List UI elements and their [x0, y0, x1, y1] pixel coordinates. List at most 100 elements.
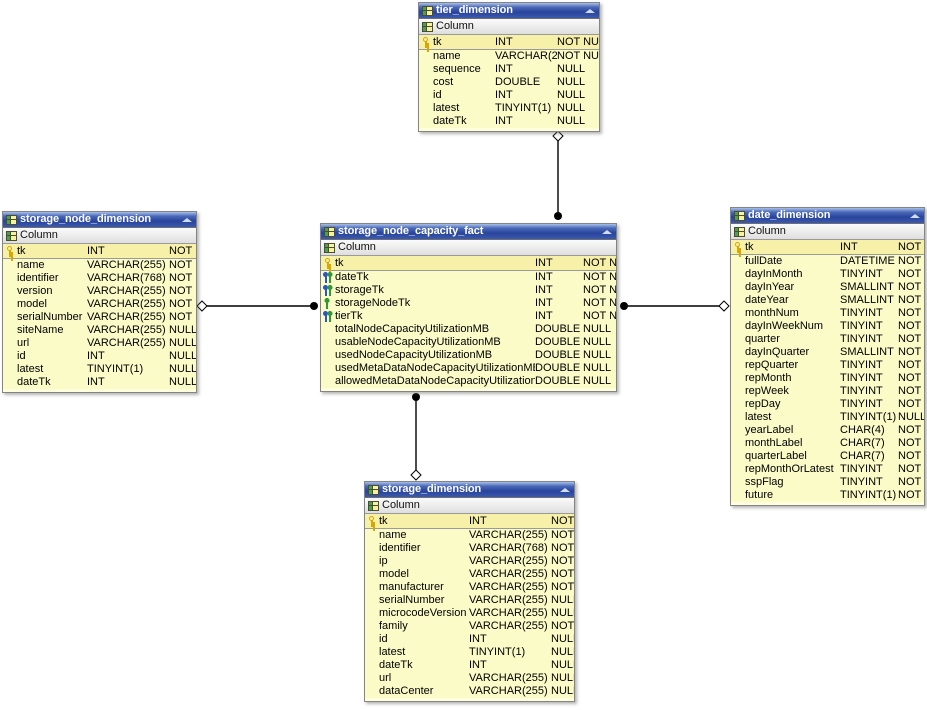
chevron-up-icon[interactable]: [181, 214, 194, 225]
relationship-rel-date-fact[interactable]: [620, 300, 730, 312]
table-titlebar-storage_node_capacity_fact[interactable]: storage_node_capacity_fact: [321, 224, 616, 240]
table-titlebar-tier_dimension[interactable]: tier_dimension: [419, 3, 599, 19]
column-section-header[interactable]: Column: [365, 498, 574, 514]
chevron-up-icon[interactable]: [584, 5, 597, 16]
table-titlebar-date_dimension[interactable]: date_dimension: [731, 208, 924, 224]
column-type: DOUBLE: [535, 375, 581, 387]
column-nullability: NOT NULL: [898, 463, 924, 475]
relationship-rel-storage-fact[interactable]: [410, 393, 422, 481]
column-section-header[interactable]: Column: [731, 224, 924, 240]
chevron-up-icon[interactable]: [909, 210, 922, 221]
column-icon-spacer: [731, 320, 745, 333]
column-name: siteName: [17, 324, 64, 336]
column-section-header[interactable]: Column: [3, 228, 196, 244]
column-type: INT: [495, 89, 513, 101]
column-name: monthNum: [745, 307, 799, 319]
chevron-up-icon[interactable]: [559, 484, 572, 495]
column-section-header[interactable]: Column: [419, 19, 599, 35]
column-name: model: [379, 568, 409, 580]
column-section-header[interactable]: Column: [321, 240, 616, 256]
key-icon: [5, 245, 15, 257]
table-titlebar-storage_node_dimension[interactable]: storage_node_dimension: [3, 212, 196, 228]
table-row[interactable]: allowedMetaDataNodeCapacityUtilizationMB…: [321, 375, 616, 388]
table-titlebar-storage_dimension[interactable]: storage_dimension: [365, 482, 574, 498]
column-name: storageNodeTk: [335, 297, 411, 309]
column-nullability: NOT NULL: [898, 385, 924, 397]
column-type: VARCHAR(255): [87, 298, 166, 310]
table-icon: [422, 5, 433, 16]
column-icon-spacer: [321, 336, 335, 349]
chevron-up-icon[interactable]: [601, 226, 614, 237]
relationship-rel-storagenode-fact[interactable]: [196, 300, 318, 312]
column-name: name: [433, 50, 461, 62]
relationship-rel-tier-fact[interactable]: [552, 130, 564, 220]
